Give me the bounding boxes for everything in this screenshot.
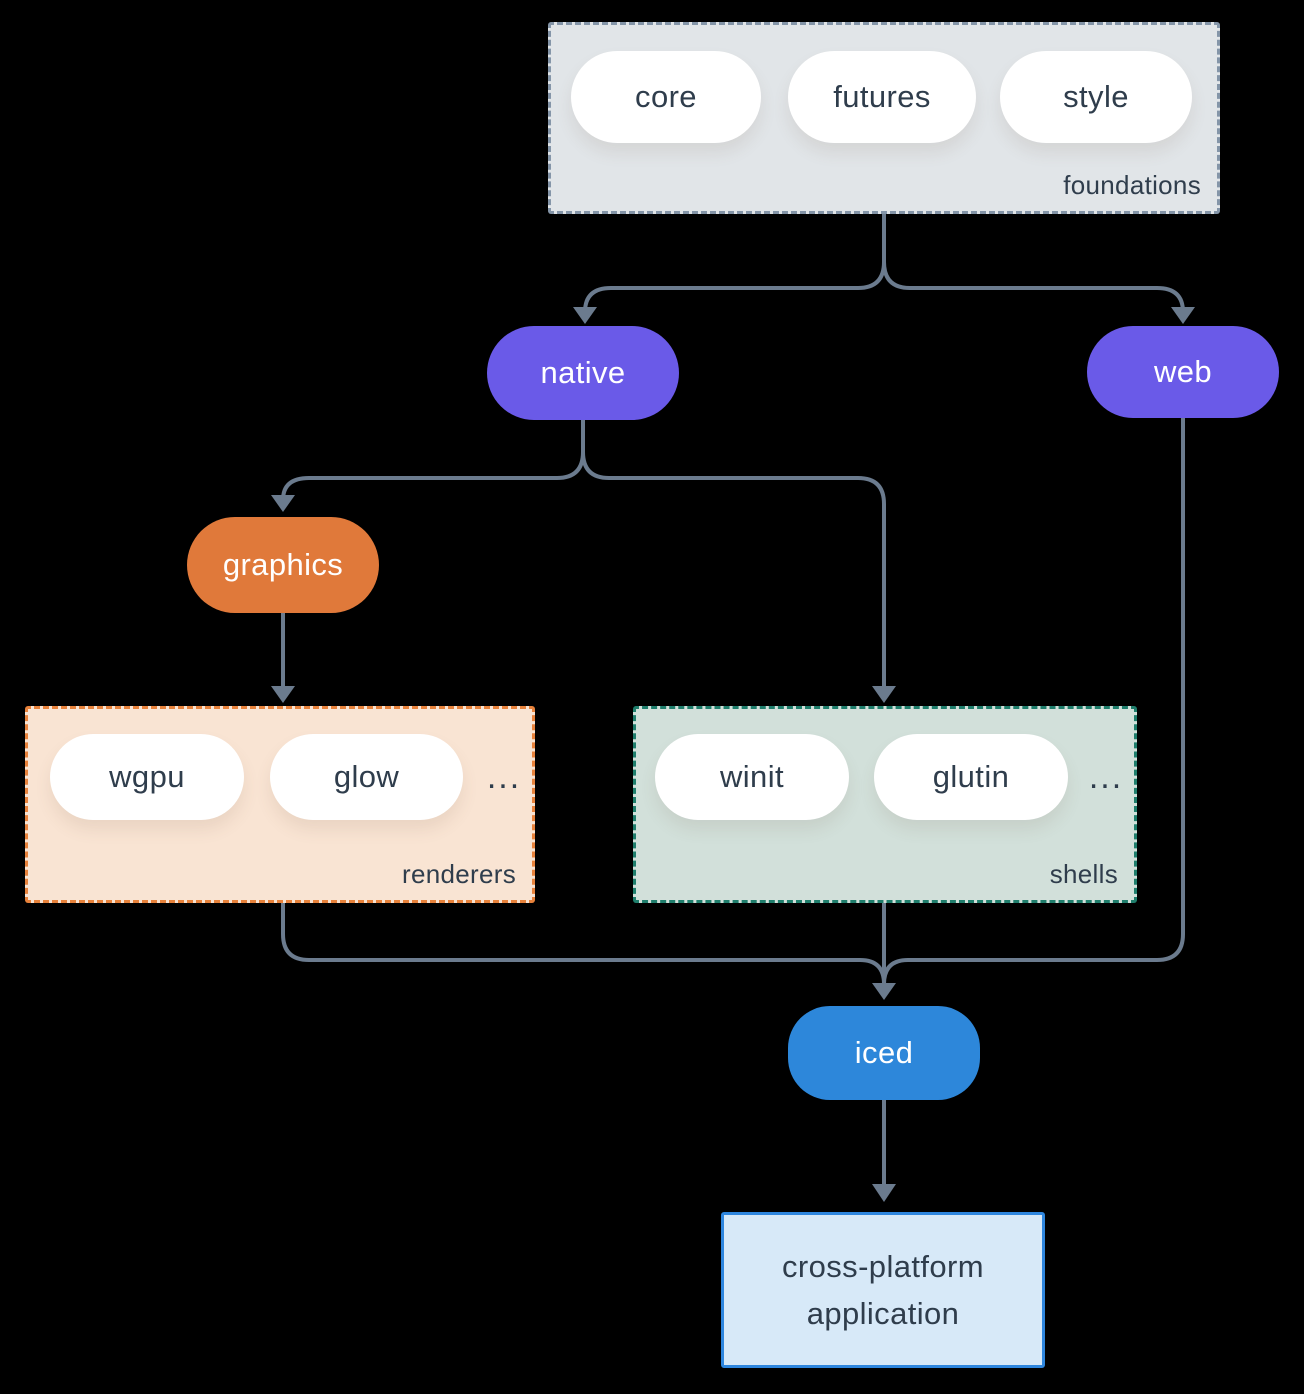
node-glutin: glutin <box>874 734 1068 820</box>
arrowhead-application <box>872 1184 896 1202</box>
node-native: native <box>487 326 679 420</box>
edge-native-graphics <box>281 420 585 501</box>
node-core: core <box>571 51 761 143</box>
node-style-label: style <box>1063 79 1129 114</box>
arrowhead-web <box>1171 307 1195 324</box>
shells-ellipsis: ... <box>1088 757 1124 796</box>
edge-renderers-iced <box>281 897 886 985</box>
group-renderers: wgpu glow ... renderers <box>25 706 535 903</box>
node-wgpu: wgpu <box>50 734 244 820</box>
node-winit-label: winit <box>719 759 784 794</box>
node-futures: futures <box>788 51 976 143</box>
node-application: cross-platform application <box>721 1212 1045 1368</box>
node-futures-label: futures <box>833 79 931 114</box>
node-core-label: core <box>635 79 697 114</box>
edge-web-iced <box>882 418 1185 985</box>
node-native-label: native <box>540 355 626 390</box>
group-foundations: core futures style foundations <box>548 22 1220 214</box>
node-application-line2: application <box>806 1296 960 1331</box>
node-style: style <box>1000 51 1192 143</box>
edge-foundations-web <box>882 240 1185 313</box>
arrowhead-shells <box>872 686 896 703</box>
node-glutin-label: glutin <box>932 759 1010 794</box>
group-foundations-label: foundations <box>1063 170 1201 200</box>
node-glow-label: glow <box>333 759 400 794</box>
arrowhead-native <box>573 307 597 324</box>
arrowhead-renderers <box>271 686 295 703</box>
node-glow: glow <box>270 734 463 820</box>
node-iced: iced <box>788 1006 980 1100</box>
edge-foundations-native <box>583 214 886 313</box>
node-graphics-label: graphics <box>222 547 344 582</box>
arrowhead-graphics <box>271 495 295 512</box>
node-web: web <box>1087 326 1279 418</box>
renderers-ellipsis: ... <box>486 757 522 796</box>
arrowhead-iced <box>872 983 896 1000</box>
node-graphics: graphics <box>187 517 379 613</box>
node-application-line1: cross-platform <box>782 1249 984 1284</box>
node-web-label: web <box>1153 354 1213 389</box>
group-renderers-label: renderers <box>402 859 516 889</box>
node-iced-label: iced <box>854 1035 914 1070</box>
node-wgpu-label: wgpu <box>109 759 185 794</box>
group-shells: winit glutin ... shells <box>633 706 1137 903</box>
node-winit: winit <box>655 734 849 820</box>
group-shells-label: shells <box>1049 859 1118 889</box>
edge-native-shells <box>581 446 886 687</box>
